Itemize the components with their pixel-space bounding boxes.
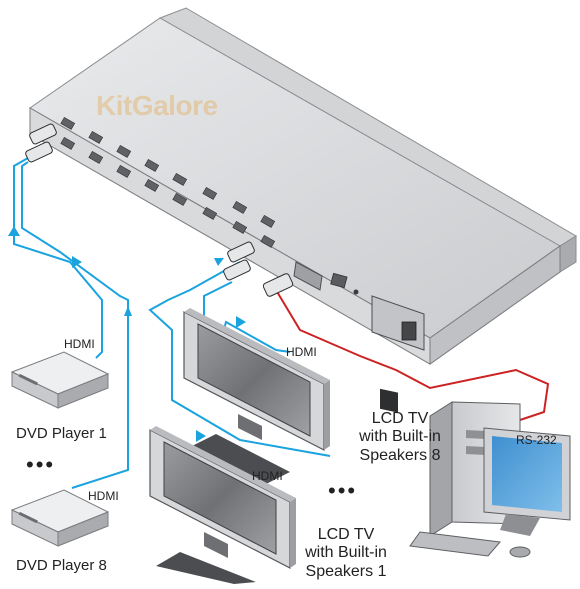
lcd-tv-1-label-line2: with Built-in	[305, 544, 387, 562]
hdmi-label-player8: HDMI	[88, 489, 119, 503]
lcd-tv-8-label: LCD TV with Built-in Speakers 8	[344, 410, 456, 465]
watermark-logo: KitGalore	[96, 90, 218, 121]
ellipsis-tvs: •••	[328, 478, 358, 503]
hdmi-label-tv1: HDMI	[252, 469, 283, 483]
power-inlet	[371, 295, 425, 413]
dvd-player-8	[10, 489, 110, 547]
rs232-port	[293, 261, 323, 291]
lcd-tv-8-label-line2: with Built-in	[359, 428, 441, 446]
rs232-label: RS-232	[516, 433, 557, 447]
lcd-tv-8-label-line3: Speakers 8	[359, 446, 441, 464]
hdmi-port-grid	[60, 116, 276, 248]
matrix-switcher	[29, 7, 577, 413]
lcd-tv-1	[149, 426, 296, 584]
cable-arrows	[8, 226, 246, 442]
lan-port	[330, 272, 348, 289]
rs232-cable	[275, 289, 550, 421]
dvd-player-8-label: DVD Player 8	[16, 557, 107, 574]
lcd-tv-8	[183, 308, 330, 486]
dvd-player-1-label: DVD Player 1	[16, 425, 107, 442]
lcd-tv-8-label-line1: LCD TV	[371, 410, 429, 427]
hdmi-label-player1: HDMI	[64, 337, 95, 351]
lcd-tv-1-label: LCD TV with Built-in Speakers 1	[290, 526, 402, 581]
ellipsis-players: •••	[26, 452, 56, 477]
pc-computer	[409, 401, 571, 558]
hdmi-label-tv8: HDMI	[286, 345, 317, 359]
lcd-tv-1-label-line1: LCD TV	[317, 526, 375, 543]
hdmi-connectors	[25, 123, 294, 297]
dvd-player-1	[10, 351, 110, 409]
hdmi-cables	[13, 149, 331, 489]
lcd-tv-1-label-line3: Speakers 1	[305, 562, 387, 580]
